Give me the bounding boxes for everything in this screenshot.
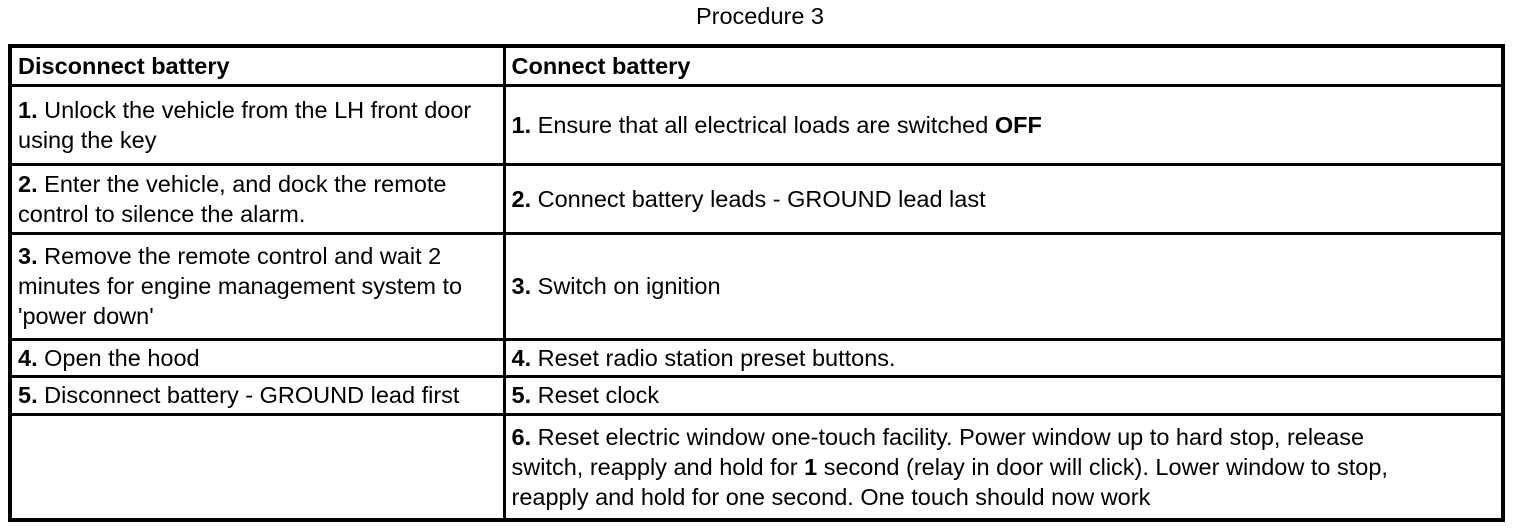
- header-cell-connect-battery: Connect battery: [502, 44, 1505, 87]
- step-number: 4.: [511, 344, 532, 371]
- step-text: Connect battery leads - GROUND lead last: [531, 185, 986, 212]
- cell-connect-step-6: 6. Reset electric window one-touch facil…: [502, 412, 1505, 522]
- cell-connect-step-5: 5. Reset clock: [502, 374, 1505, 416]
- step-number: 1.: [18, 96, 38, 123]
- step-text: Open the hood: [37, 344, 200, 371]
- cell-disconnect-step-3: 3. Remove the remote control and wait 2 …: [8, 231, 506, 341]
- cell-connect-step-4: 4. Reset radio station preset buttons.: [502, 337, 1505, 378]
- table-row: 6. Reset electric window one-touch facil…: [8, 412, 1505, 522]
- step-text: Reset clock: [531, 382, 660, 408]
- cell-connect-step-3: 3. Switch on ignition: [502, 231, 1505, 341]
- step-text-bold: OFF: [994, 111, 1042, 138]
- cell-connect-step-2: 2. Connect battery leads - GROUND lead l…: [502, 162, 1505, 235]
- step-number: 5.: [511, 382, 532, 408]
- step-text: Ensure that all electrical loads are swi…: [531, 111, 995, 138]
- table-row: 3. Remove the remote control and wait 2 …: [8, 231, 1505, 341]
- cell-disconnect-empty: [8, 412, 506, 522]
- step-number: 2.: [511, 185, 532, 212]
- step-text: Unlock the vehicle from the LH front doo…: [18, 96, 472, 153]
- step-text: second (relay in door will click). Lower…: [511, 453, 1388, 510]
- procedure-table: Disconnect battery Connect battery 1. Un…: [8, 44, 1505, 522]
- table-header-row: Disconnect battery Connect battery: [8, 44, 1505, 87]
- step-text: Reset radio station preset buttons.: [531, 344, 896, 371]
- step-text-bold: 1: [804, 453, 818, 480]
- table-row: 5. Disconnect battery - GROUND lead firs…: [8, 374, 1505, 416]
- table-row: 4. Open the hood 4. Reset radio station …: [8, 337, 1505, 378]
- table-row: 2. Enter the vehicle, and dock the remot…: [8, 162, 1505, 235]
- step-text: Switch on ignition: [531, 273, 721, 299]
- step-number: 6.: [511, 423, 532, 450]
- cell-disconnect-step-4: 4. Open the hood: [8, 337, 506, 378]
- step-text: Enter the vehicle, and dock the remote c…: [18, 170, 447, 227]
- step-text: Remove the remote control and wait 2 min…: [18, 243, 463, 329]
- step-number: 3.: [18, 243, 38, 269]
- step-text: Disconnect battery - GROUND lead first: [37, 382, 460, 408]
- step-number: 2.: [18, 170, 38, 197]
- page-title: Procedure 3: [695, 3, 825, 29]
- header-cell-disconnect-battery: Disconnect battery: [8, 44, 506, 87]
- cell-connect-step-1: 1. Ensure that all electrical loads are …: [502, 83, 1505, 166]
- cell-disconnect-step-2: 2. Enter the vehicle, and dock the remot…: [8, 162, 506, 235]
- step-number: 1.: [511, 111, 532, 138]
- step-number: 4.: [18, 344, 38, 371]
- cell-disconnect-step-5: 5. Disconnect battery - GROUND lead firs…: [8, 374, 506, 416]
- table-row: 1. Unlock the vehicle from the LH front …: [8, 83, 1505, 166]
- column-header-label: Connect battery: [511, 52, 691, 79]
- cell-disconnect-step-1: 1. Unlock the vehicle from the LH front …: [8, 83, 506, 166]
- column-header-label: Disconnect battery: [18, 52, 230, 79]
- step-number: 5.: [18, 382, 38, 408]
- step-text: Reset electric window one-touch facility…: [511, 423, 1365, 480]
- step-number: 3.: [511, 273, 532, 299]
